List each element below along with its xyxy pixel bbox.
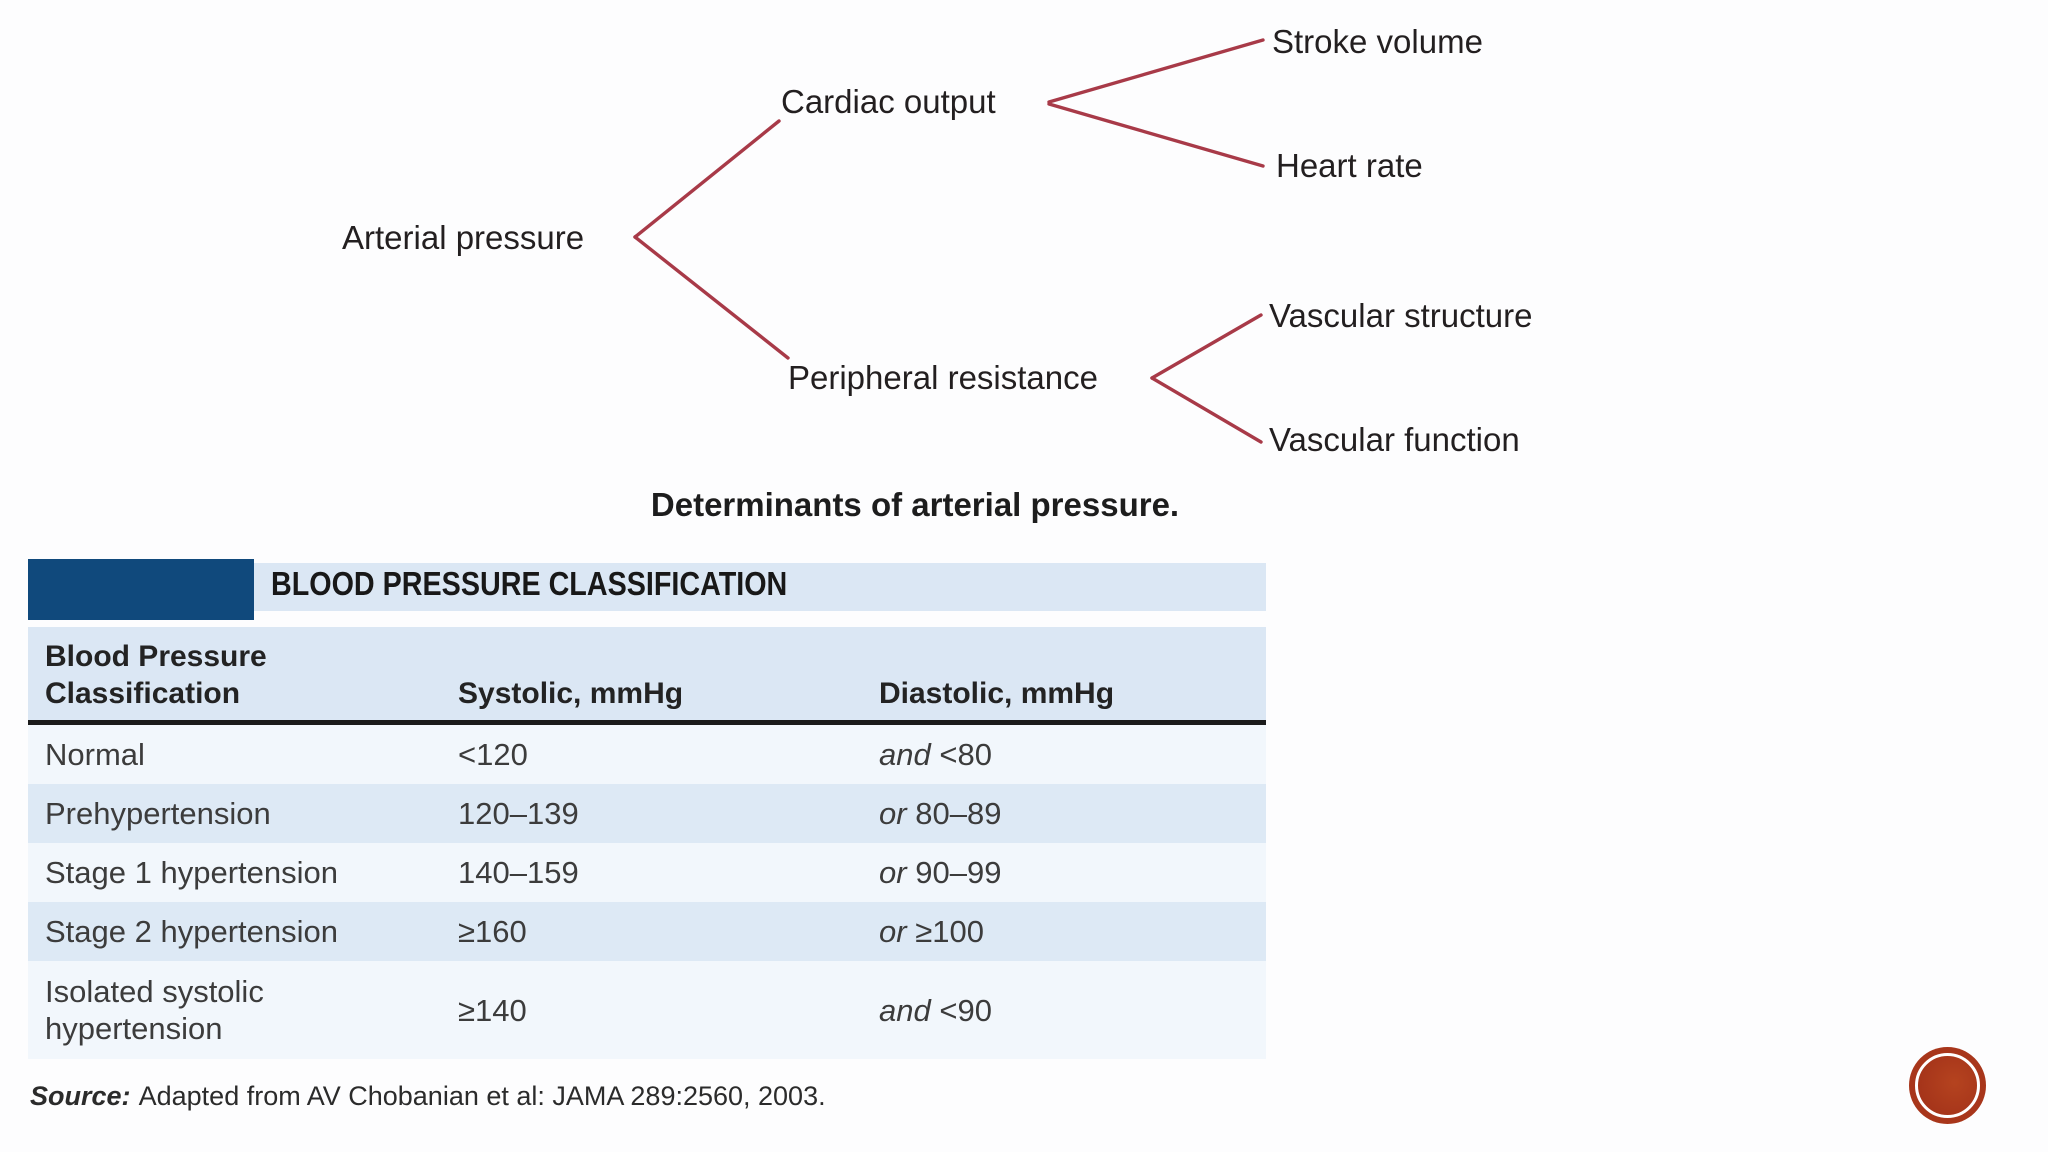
cell-conjunction: and [879,737,931,772]
cell-classification: Prehypertension [45,796,271,831]
header-classification: Blood Pressure Classification [28,627,458,720]
node-vascular-structure: Vascular structure [1269,297,1533,334]
cell-diastolic: and<80 [879,736,1266,773]
cell-diastolic-value: ≥100 [915,914,984,949]
cell-diastolic: or≥100 [879,913,1266,950]
table-body: Normal <120 and<80 Prehypertension 120–1… [28,725,1266,1059]
cell-systolic: 140–159 [458,855,579,890]
source-text: Adapted from AV Chobanian et al: JAMA 28… [138,1081,826,1111]
table-row: Isolated systolic hypertension ≥140 and<… [28,961,1266,1059]
header-classification-line1: Blood Pressure [45,640,267,673]
node-vascular-function: Vascular function [1269,421,1520,458]
cell-systolic: 120–139 [458,796,579,831]
node-arterial-pressure: Arterial pressure [342,219,585,256]
cell-diastolic-value: <80 [939,737,992,772]
bp-classification-table: BLOOD PRESSURE CLASSIFICATION Blood Pres… [28,557,1266,1132]
table-title: BLOOD PRESSURE CLASSIFICATION [271,565,788,602]
table-header-row: Blood Pressure Classification Systolic, … [28,627,1266,725]
cell-diastolic-value: <90 [939,992,992,1028]
cell-classification: Stage 2 hypertension [45,914,338,949]
table-accent-box [28,559,254,620]
table-row: Stage 2 hypertension ≥160 or≥100 [28,902,1266,961]
header-systolic: Systolic, mmHg [458,677,684,710]
cell-diastolic: and<90 [879,992,1266,1029]
source-note: Source:Adapted from AV Chobanian et al: … [30,1081,826,1112]
node-stroke-volume: Stroke volume [1272,23,1483,60]
cell-systolic: ≥140 [458,992,527,1028]
cell-classification: Stage 1 hypertension [45,855,338,890]
figure-caption: Determinants of arterial pressure. [650,486,1180,523]
cell-classification: Normal [45,737,145,772]
badge-ring [1915,1053,1980,1118]
cell-conjunction: or [879,855,907,890]
cell-classification: Isolated systolic hypertension [45,974,264,1046]
cell-systolic: ≥160 [458,914,527,949]
node-peripheral-resistance: Peripheral resistance [788,359,1098,396]
cell-conjunction: or [879,796,907,831]
node-cardiac-output: Cardiac output [781,83,996,120]
cell-systolic: <120 [458,737,528,772]
cell-diastolic-value: 80–89 [915,796,1002,831]
header-classification-line2: Classification [45,677,241,710]
node-heart-rate: Heart rate [1276,147,1423,184]
cell-conjunction: and [879,992,931,1028]
cell-conjunction: or [879,914,907,949]
source-label: Source: [30,1081,131,1111]
header-diastolic: Diastolic, mmHg [879,677,1115,710]
slide-theme-badge [1909,1047,1986,1124]
table-row: Normal <120 and<80 [28,725,1266,784]
cell-diastolic-value: 90–99 [915,855,1002,890]
